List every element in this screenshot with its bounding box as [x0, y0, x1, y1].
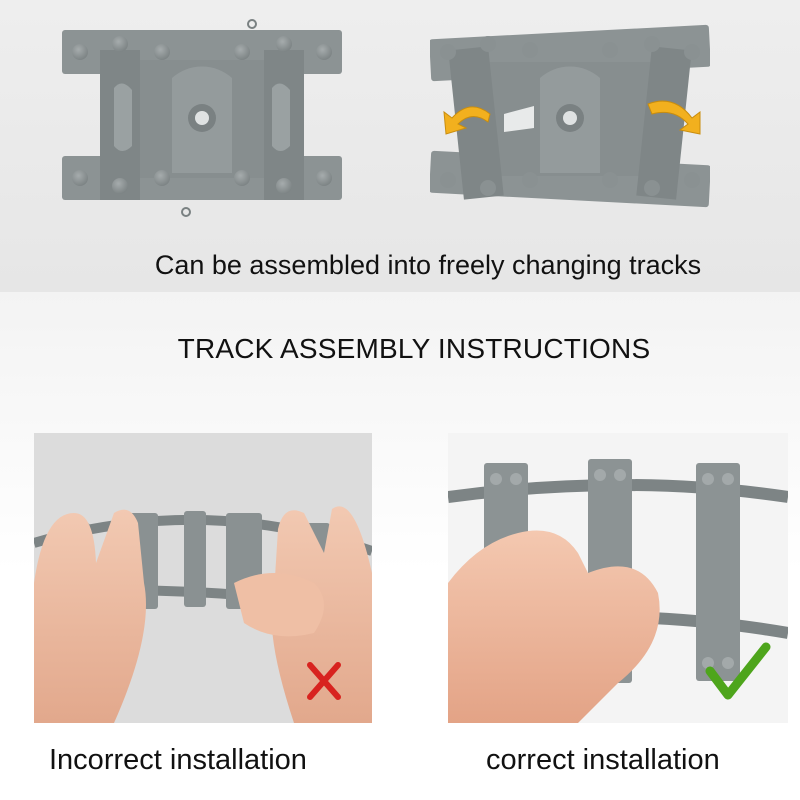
section-title: TRACK ASSEMBLY INSTRUCTIONS: [177, 333, 651, 364]
correct-installation-label: correct installation: [486, 744, 720, 776]
red-x-icon: [307, 662, 341, 700]
top-caption: Can be assembled into freely changing tr…: [154, 250, 702, 280]
flexible-track-piece-straight: [62, 19, 342, 217]
flexible-track-piece-bent: [430, 24, 710, 208]
incorrect-installation-label: Incorrect installation: [49, 744, 307, 776]
correct-installation-photo: [448, 433, 788, 723]
green-checkmark-icon: [705, 642, 771, 700]
incorrect-installation-photo: [34, 433, 372, 723]
rotate-arrow-icon: [443, 100, 701, 135]
